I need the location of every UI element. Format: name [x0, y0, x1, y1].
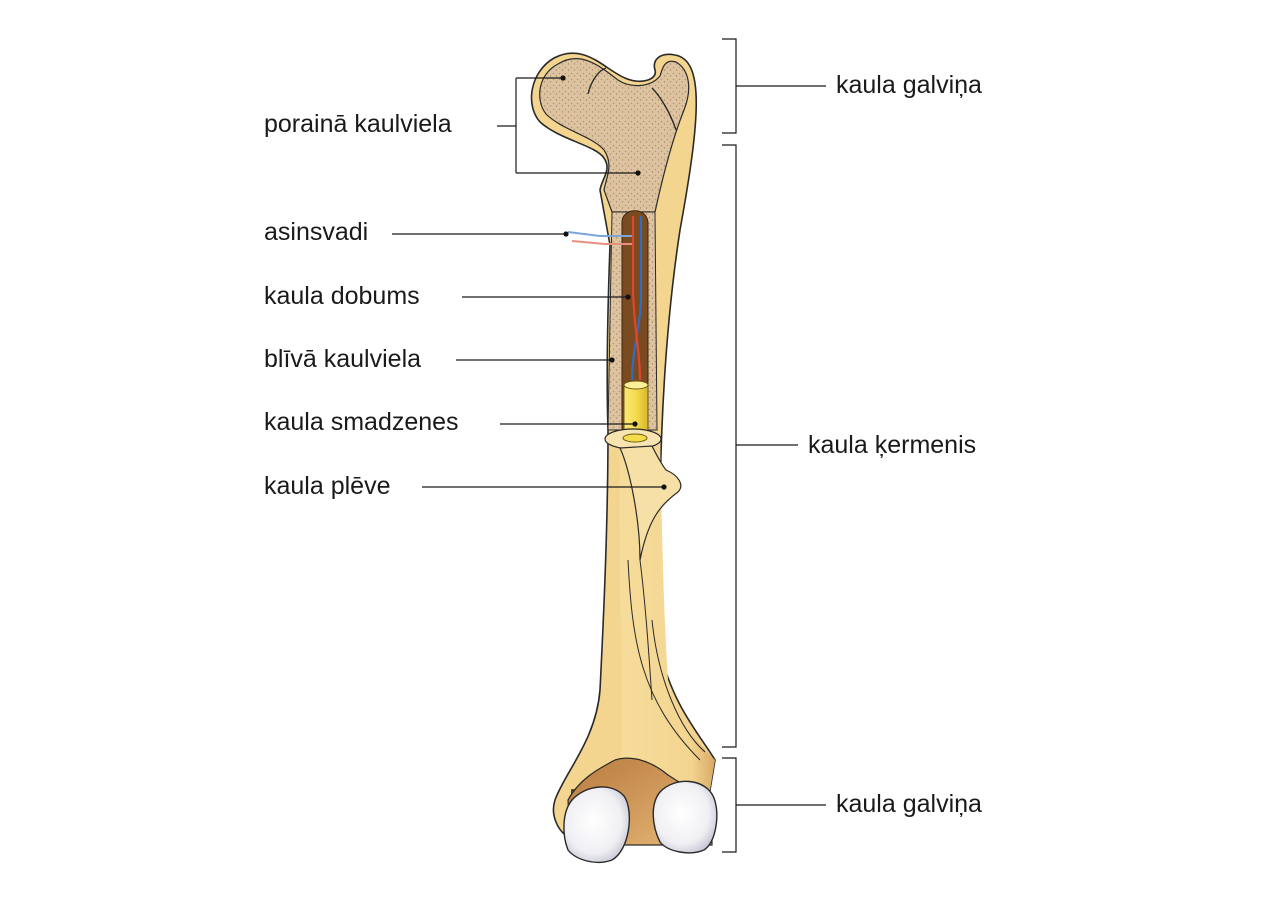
bracket-head-top: kaula galviņa	[722, 38, 982, 134]
label-blood-vessels: asinsvadi	[264, 218, 569, 246]
dot-compact-bone	[609, 357, 615, 363]
femur-bone	[530, 52, 718, 864]
dot-blood-vessels	[563, 231, 569, 237]
leader-porous-bone	[497, 77, 638, 174]
growth-line-1	[587, 67, 607, 95]
label-bone-cavity-text: kaula dobums	[264, 282, 420, 310]
bracket-head-bottom: kaula galviņa	[722, 757, 982, 853]
cartilage-right	[652, 780, 718, 854]
label-head-top-text: kaula galviņa	[836, 71, 982, 99]
dot-periosteum	[661, 484, 667, 490]
label-compact-bone-text: blīvā kaulviela	[264, 345, 421, 373]
bracket-shaft-line	[722, 144, 798, 748]
label-head-bottom-text: kaula galviņa	[836, 790, 982, 818]
bracket-head-top-line	[722, 38, 826, 134]
label-porous-bone-text: porainā kaulviela	[264, 110, 452, 138]
artery-vessel	[631, 216, 642, 381]
dot-porous-bone-2	[635, 170, 641, 176]
dot-porous-bone-1	[560, 75, 566, 81]
periosteum-fold	[639, 559, 653, 701]
label-porous-bone: porainā kaulviela	[264, 75, 641, 176]
shaft-line	[627, 559, 701, 761]
label-compact-bone: blīvā kaulviela	[264, 345, 615, 373]
bracket-shaft: kaula ķermenis	[722, 144, 976, 748]
spongy-bone-head	[539, 58, 690, 213]
label-blood-vessels-text: asinsvadi	[264, 218, 368, 246]
artery-external	[571, 240, 632, 245]
label-bone-marrow: kaula smadzenes	[264, 408, 638, 436]
periosteum-flap	[619, 445, 682, 561]
cartilage-left	[563, 786, 631, 864]
shaft-line-2	[651, 619, 706, 753]
growth-line-2	[651, 87, 677, 131]
marrow-top	[623, 380, 649, 390]
vein-external	[567, 231, 632, 237]
label-bone-cavity: kaula dobums	[264, 282, 631, 310]
label-shaft-text: kaula ķermenis	[808, 431, 976, 459]
label-bone-marrow-text: kaula smadzenes	[264, 408, 459, 436]
dot-bone-cavity	[625, 294, 631, 300]
label-periosteum: kaula plēve	[264, 472, 667, 500]
dot-bone-marrow	[632, 421, 638, 427]
label-periosteum-text: kaula plēve	[264, 472, 390, 500]
bracket-head-bottom-line	[722, 757, 826, 853]
cut-face-marrow	[622, 433, 648, 443]
